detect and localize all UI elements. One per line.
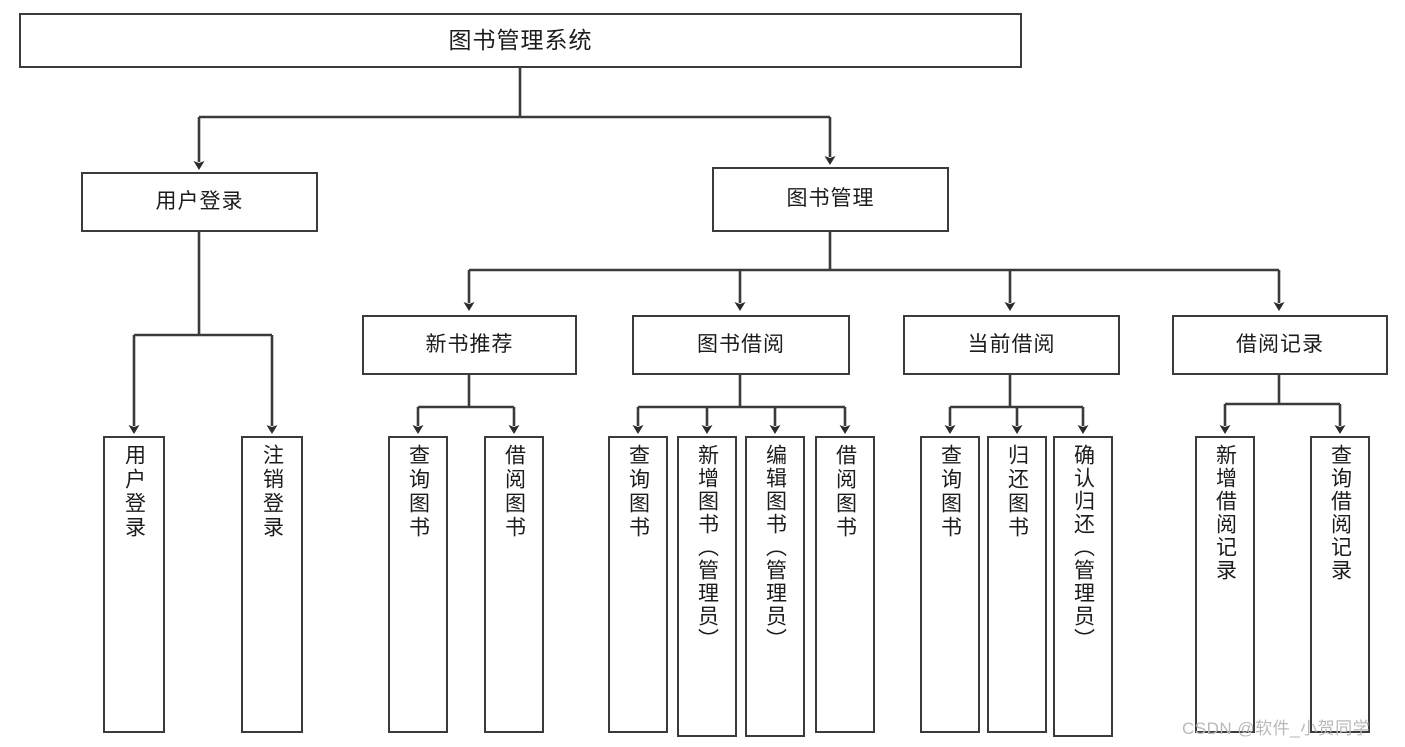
node-leaf-add-record[interactable]: 新增借阅记录: [1195, 436, 1255, 733]
node-leaf-query-book-3[interactable]: 查询图书: [920, 436, 980, 733]
node-borrow-records[interactable]: 借阅记录: [1172, 315, 1388, 375]
node-leaf-edit-book[interactable]: 编辑图书（管理员）: [745, 436, 805, 737]
node-leaf-borrow-book-2[interactable]: 借阅图书: [815, 436, 875, 733]
node-leaf-user-login[interactable]: 用户登录: [103, 436, 165, 733]
node-leaf-add-book[interactable]: 新增图书（管理员）: [677, 436, 737, 737]
node-book-management-label: 图书管理: [786, 187, 875, 211]
node-leaf-add-record-label: 新增借阅记录: [1213, 444, 1237, 582]
node-leaf-query-record-label: 查询借阅记录: [1328, 444, 1352, 582]
node-root[interactable]: 图书管理系统: [19, 13, 1022, 68]
node-leaf-user-login-label: 用户登录: [122, 444, 146, 540]
csdn-watermark: CSDN @软件_小贺同学: [1182, 719, 1371, 738]
node-leaf-confirm-return[interactable]: 确认归还（管理员）: [1053, 436, 1113, 737]
node-leaf-borrow-book-2-label: 借阅图书: [833, 444, 857, 540]
node-current-borrow-label: 当前借阅: [967, 332, 1056, 356]
node-leaf-query-record[interactable]: 查询借阅记录: [1310, 436, 1370, 733]
node-current-borrow[interactable]: 当前借阅: [903, 315, 1120, 375]
node-leaf-query-book-1-label: 查询图书: [406, 444, 430, 540]
node-new-book-recommend[interactable]: 新书推荐: [362, 315, 577, 375]
node-leaf-logout-login[interactable]: 注销登录: [241, 436, 303, 733]
node-leaf-query-book-2[interactable]: 查询图书: [608, 436, 668, 733]
node-leaf-edit-book-label: 编辑图书（管理员）: [763, 444, 787, 651]
node-leaf-borrow-book-1[interactable]: 借阅图书: [484, 436, 544, 733]
node-user-login-label: 用户登录: [155, 189, 244, 213]
node-user-login[interactable]: 用户登录: [81, 172, 318, 232]
node-book-management[interactable]: 图书管理: [712, 167, 949, 232]
node-leaf-logout-login-label: 注销登录: [260, 444, 284, 540]
node-leaf-return-book[interactable]: 归还图书: [987, 436, 1047, 733]
node-leaf-confirm-return-label: 确认归还（管理员）: [1071, 444, 1095, 651]
node-book-borrow[interactable]: 图书借阅: [632, 315, 850, 375]
node-borrow-records-label: 借阅记录: [1236, 332, 1324, 356]
node-book-borrow-label: 图书借阅: [697, 332, 785, 356]
node-root-label: 图书管理系统: [448, 26, 593, 53]
node-leaf-query-book-2-label: 查询图书: [626, 444, 650, 540]
node-new-book-recommend-label: 新书推荐: [425, 332, 514, 356]
node-leaf-query-book-1[interactable]: 查询图书: [388, 436, 448, 733]
node-leaf-return-book-label: 归还图书: [1005, 444, 1029, 540]
node-leaf-borrow-book-1-label: 借阅图书: [502, 444, 526, 540]
node-leaf-add-book-label: 新增图书（管理员）: [695, 444, 719, 651]
node-leaf-query-book-3-label: 查询图书: [938, 444, 962, 540]
